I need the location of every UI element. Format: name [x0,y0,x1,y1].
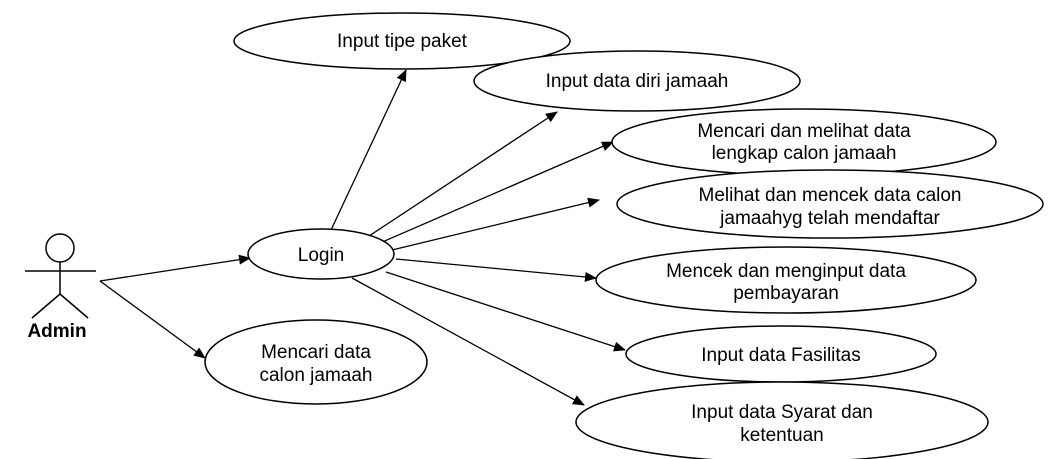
use-case-label-line-2: ketentuan [740,425,823,446]
association-login-to-input-tipe-paket [330,69,407,231]
use-case-label-line-1: Mencari data [261,342,371,363]
association-lines [99,69,626,406]
use-case-label: Input tipe paket [337,31,468,52]
use-case-label-line-2: jamaahyg telah mendaftar [719,208,940,229]
use-case-ellipse [473,50,801,112]
use-case-label-line-1: Input data Syarat dan [691,402,873,423]
association-login-to-input-syarat [351,277,585,406]
use-case-label-line-1: Melihat dan mencek data calon [699,185,962,206]
actor-head [45,233,75,263]
use-case-ellipse [204,319,428,405]
use-case-mencari-melihat[interactable]: Mencari dan melihat data lengkap calon j… [611,108,997,176]
use-case-ellipse [616,169,1044,239]
association-actor-to-mencari-data-calon [99,280,206,359]
use-case-label-line-2: pembayaran [733,283,839,304]
association-actor-to-login [99,254,251,282]
use-case-melihat-mencek[interactable]: Melihat dan mencek data calon jamaahyg t… [616,169,1044,239]
use-case-label: Login [298,245,345,266]
association-login-to-input-data-diri [365,111,558,239]
use-case-label-line-2: lengkap calon jamaah [712,143,897,164]
actor-label: Admin [27,321,86,342]
use-case-login[interactable]: Login [247,228,395,280]
association-login-to-mencari-melihat [379,141,614,244]
use-case-label: Input data diri jamaah [546,71,729,92]
use-case-ellipse [247,228,395,280]
use-case-label-line-1: Mencek dan menginput data [666,261,906,282]
use-case-input-fasilitas[interactable]: Input data Fasilitas [625,325,937,383]
use-case-label-line-2: calon jamaah [259,365,372,386]
association-login-to-input-fasilitas [385,271,626,352]
use-case-label: Input data Fasilitas [701,345,860,366]
association-login-to-melihat-mencek [391,197,600,251]
use-case-ellipse [611,108,997,176]
use-case-ellipse [575,381,989,459]
use-case-input-syarat[interactable]: Input data Syarat dan ketentuan [575,381,989,459]
actor-admin[interactable]: Admin [25,233,96,342]
use-case-input-data-diri[interactable]: Input data diri jamaah [473,50,801,112]
use-case-mencek-menginput[interactable]: Mencek dan menginput data pembayaran [595,246,977,314]
use-case-ellipse [233,12,571,70]
actor-left-leg [31,293,61,319]
use-case-ellipse [595,246,977,314]
use-case-input-tipe-paket[interactable]: Input tipe paket [233,12,571,70]
association-login-to-mencek-menginput [395,258,597,282]
actor-right-leg [59,293,89,319]
use-case-mencari-data-calon[interactable]: Mencari data calon jamaah [204,319,428,405]
use-case-label-line-1: Mencari dan melihat data [697,121,911,142]
